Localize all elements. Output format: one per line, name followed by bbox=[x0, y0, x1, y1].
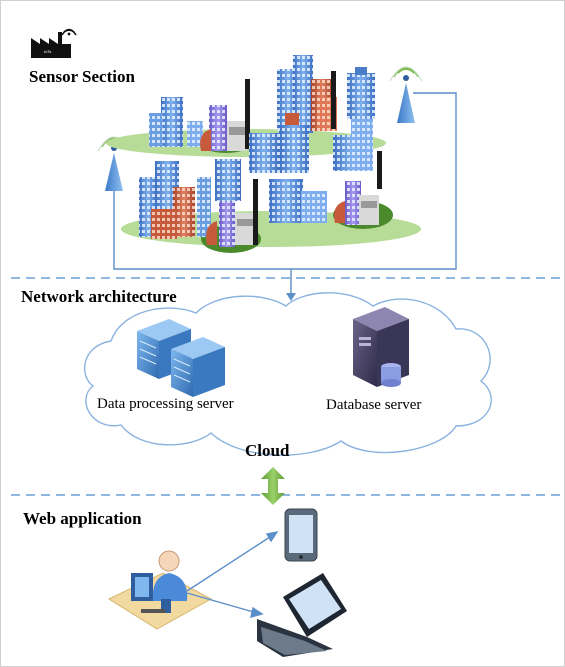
connector-to-laptop bbox=[186, 592, 264, 618]
cell-tower-right-icon bbox=[389, 66, 423, 123]
cloud-web-double-arrow-icon bbox=[261, 467, 285, 505]
network-architecture-title: Network architecture bbox=[21, 287, 177, 306]
factory-logo-icon: IoTs bbox=[31, 28, 77, 58]
web-application-title: Web application bbox=[23, 509, 142, 528]
down-arrow-to-cloud bbox=[286, 293, 296, 301]
sensor-section-title: Sensor Section bbox=[29, 67, 135, 86]
sensor-connector-lines bbox=[113, 92, 457, 297]
data-processing-server-icon bbox=[137, 319, 225, 397]
cloud-label: Cloud bbox=[245, 441, 290, 460]
cloud-shape bbox=[84, 292, 492, 456]
logo-text: IoTs bbox=[44, 49, 51, 54]
data-processing-server-label: Data processing server bbox=[97, 396, 234, 412]
laptop-icon bbox=[257, 573, 347, 657]
mobile-phone-icon bbox=[284, 508, 318, 562]
database-server-label: Database server bbox=[326, 397, 422, 413]
connector-to-mobile bbox=[186, 530, 279, 592]
database-server-icon bbox=[353, 307, 409, 387]
city-buildings-illustration bbox=[106, 55, 421, 253]
user-workstation-icon bbox=[107, 550, 213, 630]
